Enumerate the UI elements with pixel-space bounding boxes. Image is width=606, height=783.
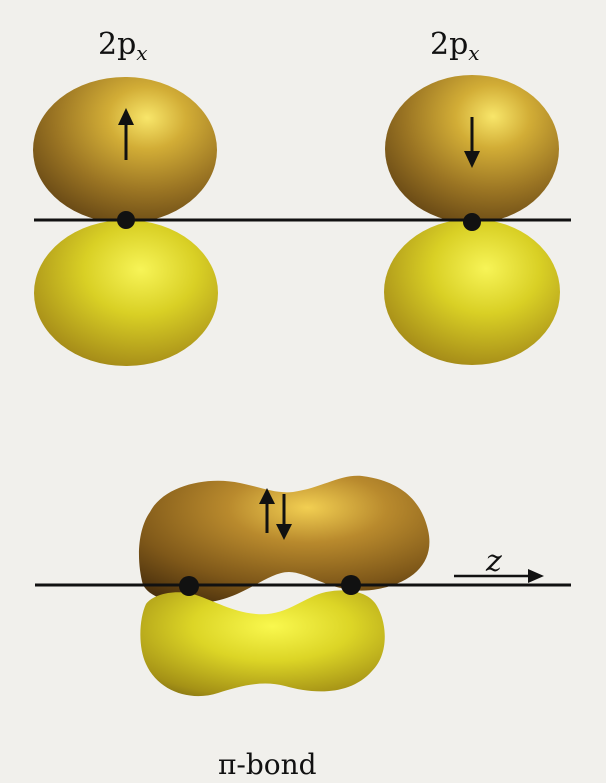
pi-bond-caption: π-bond [218,748,317,781]
dot-icon-right-nucleus-bottom [341,575,361,595]
left-orbital-label-main: 2p [98,27,137,62]
arrow-right-icon [454,569,544,583]
arrow-down-icon [276,494,292,540]
pi-bond-lower-lobe [140,590,385,697]
bond-spin-pair [259,488,292,540]
dot-icon-left-nucleus-bottom [179,576,199,596]
left-p-orbital [33,77,218,366]
arrow-up-icon [118,108,134,160]
right-lower-lobe [384,219,560,365]
right-orbital-label-subscript: x [468,41,480,65]
dot-icon-left-nucleus-top [117,211,135,229]
right-orbital-label-main: 2p [430,27,469,62]
left-orbital-label-subscript: x [136,41,148,65]
dot-icon-right-nucleus-top [463,213,481,231]
left-orbital-label: 2px [98,27,148,65]
right-p-orbital [384,75,560,365]
right-orbital-label: 2px [430,27,480,65]
left-lower-lobe [34,220,218,366]
arrow-up-icon [259,488,275,533]
z-axis-label: z [486,544,502,579]
arrow-down-icon [464,117,480,168]
